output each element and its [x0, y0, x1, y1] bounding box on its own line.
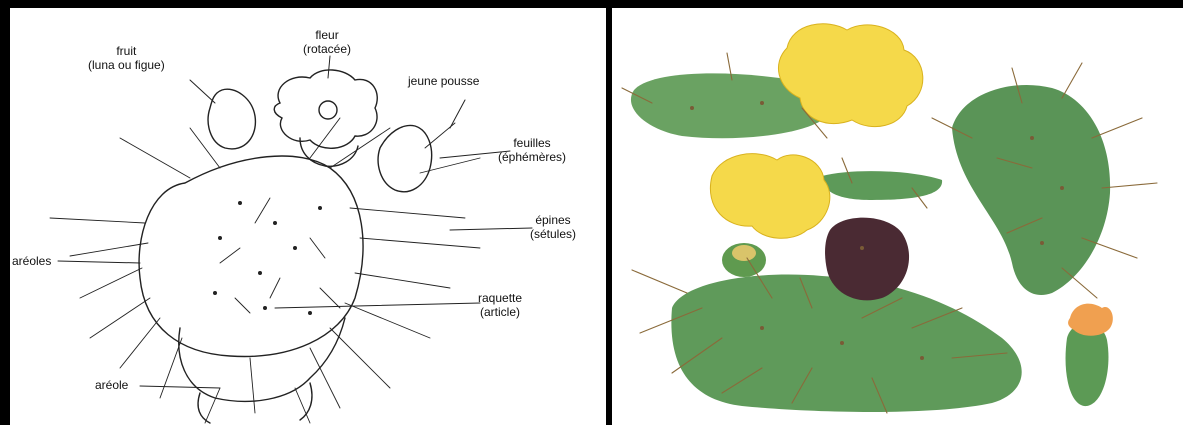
label-feuilles: feuilles(éphémères): [498, 136, 566, 164]
purple-fruit: [825, 218, 909, 301]
label-jeune-pousse: jeune pousse: [408, 74, 479, 88]
label-areole: aréole: [95, 378, 128, 392]
young-shoot-outline: [378, 125, 431, 191]
botanical-plate-panel: [612, 8, 1183, 425]
connecting-stem: [822, 171, 942, 200]
yellow-flower-left: [710, 154, 829, 239]
right-tall-pad: [952, 85, 1110, 295]
label-fleur: fleur(rotacée): [303, 28, 351, 56]
flower-center: [319, 101, 337, 119]
label-areoles: aréoles: [12, 254, 51, 268]
label-fruit: fruit(luna ou figue): [88, 44, 165, 72]
main-pad-outline: [139, 156, 363, 356]
trunk-outline: [179, 318, 345, 401]
small-pad-right: [1066, 323, 1109, 406]
fruit-outline: [208, 89, 255, 149]
areole-dots: [213, 201, 322, 315]
cactus-diagram-panel: fruit(luna ou figue) fleur(rotacée) jeun…: [10, 8, 606, 425]
botanical-illustration: [612, 8, 1183, 425]
label-raquette: raquette(article): [478, 291, 522, 319]
label-epines: épines(sétules): [530, 213, 576, 241]
